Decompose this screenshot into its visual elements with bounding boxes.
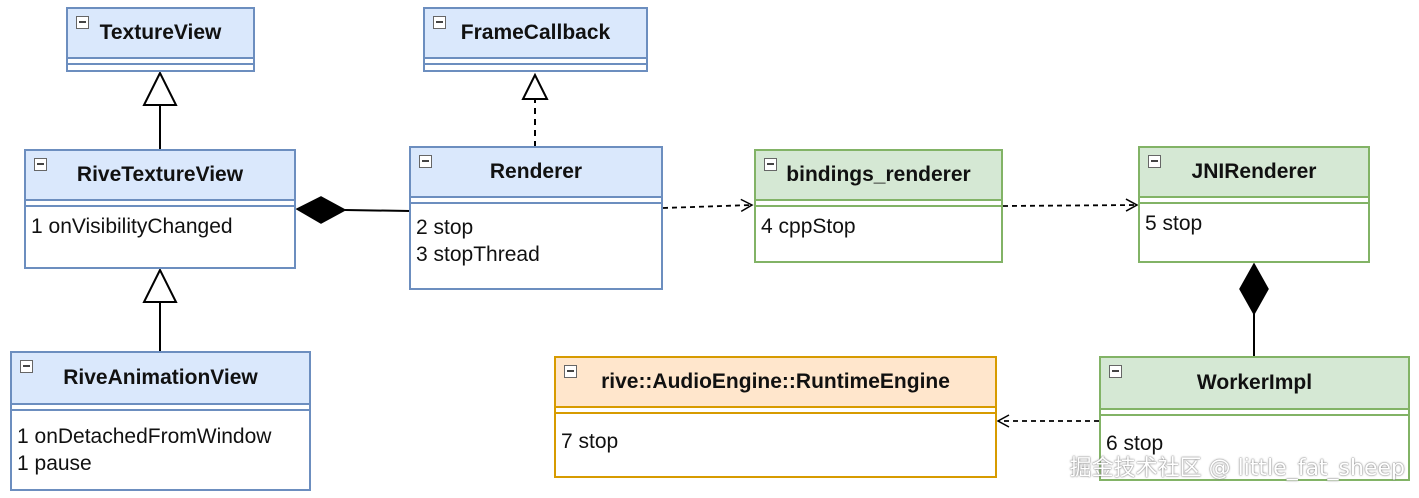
class-header: TextureView <box>68 9 253 59</box>
composition-edge <box>344 209 411 212</box>
class-name: bindings_renderer <box>786 163 971 186</box>
collapse-icon[interactable] <box>34 158 47 171</box>
inheritance-arrowhead <box>142 70 178 106</box>
collapse-icon[interactable] <box>433 16 446 29</box>
method-item: 1 onVisibilityChanged <box>31 215 233 238</box>
class-name: JNIRenderer <box>1191 160 1317 183</box>
method-item: 1 onDetachedFromWindow <box>17 425 272 448</box>
class-methods: 5 stop <box>1140 204 1368 237</box>
class-jni-renderer[interactable]: JNIRenderer 5 stop <box>1138 146 1370 263</box>
collapse-icon[interactable] <box>1148 155 1161 168</box>
collapse-icon[interactable] <box>1109 365 1122 378</box>
collapse-icon[interactable] <box>419 155 432 168</box>
class-methods: 2 stop 3 stopThread <box>411 204 661 268</box>
class-worker-impl[interactable]: WorkerImpl 6 stop <box>1099 356 1410 481</box>
method-item: 7 stop <box>561 430 619 453</box>
method-item: 2 stop <box>416 216 474 239</box>
class-attribute-separator <box>425 59 646 65</box>
class-name: WorkerImpl <box>1196 371 1313 394</box>
class-name: RiveAnimationView <box>63 366 258 389</box>
collapse-icon[interactable] <box>20 360 33 373</box>
class-texture-view[interactable]: TextureView <box>66 7 255 72</box>
class-header: FrameCallback <box>425 9 646 59</box>
composition-diamond <box>1239 262 1269 316</box>
class-name: FrameCallback <box>460 21 611 44</box>
watermark: 掘金技术社区 @ little_fat_sheep <box>1069 456 1405 481</box>
class-name: rive::AudioEngine::RuntimeEngine <box>601 370 950 393</box>
method-item: 3 stopThread <box>416 243 540 266</box>
collapse-icon[interactable] <box>764 158 777 171</box>
inheritance-arrowhead <box>142 267 178 303</box>
class-frame-callback[interactable]: FrameCallback <box>423 7 648 72</box>
class-attribute-separator <box>411 198 661 204</box>
class-header: RiveTextureView <box>26 151 294 201</box>
class-header: Renderer <box>411 148 661 198</box>
composition-diamond <box>295 196 347 224</box>
class-audio-engine[interactable]: rive::AudioEngine::RuntimeEngine 7 stop <box>554 356 997 478</box>
class-attribute-separator <box>26 201 294 207</box>
class-name: TextureView <box>99 21 222 44</box>
class-renderer[interactable]: Renderer 2 stop 3 stopThread <box>409 146 663 290</box>
class-methods: 1 onDetachedFromWindow 1 pause <box>12 411 309 477</box>
class-rive-texture-view[interactable]: RiveTextureView 1 onVisibilityChanged <box>24 149 296 269</box>
class-header: JNIRenderer <box>1140 148 1368 198</box>
method-item: 6 stop <box>1106 432 1164 455</box>
class-attribute-separator <box>68 59 253 65</box>
dependency-edge <box>1002 198 1139 212</box>
class-header: RiveAnimationView <box>12 353 309 405</box>
dependency-edge <box>662 198 754 213</box>
realization-arrowhead <box>521 72 549 100</box>
collapse-icon[interactable] <box>564 365 577 378</box>
collapse-icon[interactable] <box>76 16 89 29</box>
class-header: rive::AudioEngine::RuntimeEngine <box>556 358 995 408</box>
class-name: Renderer <box>489 160 583 183</box>
class-header: bindings_renderer <box>756 151 1001 201</box>
class-name: RiveTextureView <box>76 163 244 186</box>
class-attribute-separator <box>12 405 309 411</box>
class-attribute-separator <box>1140 198 1368 204</box>
class-attribute-separator <box>556 408 995 414</box>
method-item: 1 pause <box>17 452 92 475</box>
class-bindings-renderer[interactable]: bindings_renderer 4 cppStop <box>754 149 1003 263</box>
class-attribute-separator <box>756 201 1001 207</box>
class-methods: 1 onVisibilityChanged <box>26 207 294 240</box>
class-methods: 4 cppStop <box>756 207 1001 240</box>
class-rive-animation-view[interactable]: RiveAnimationView 1 onDetachedFromWindow… <box>10 351 311 491</box>
class-methods: 6 stop <box>1101 416 1408 457</box>
method-item: 4 cppStop <box>761 215 856 238</box>
class-header: WorkerImpl <box>1101 358 1408 410</box>
class-methods: 7 stop <box>556 414 995 455</box>
class-attribute-separator <box>1101 410 1408 416</box>
method-item: 5 stop <box>1145 212 1203 235</box>
